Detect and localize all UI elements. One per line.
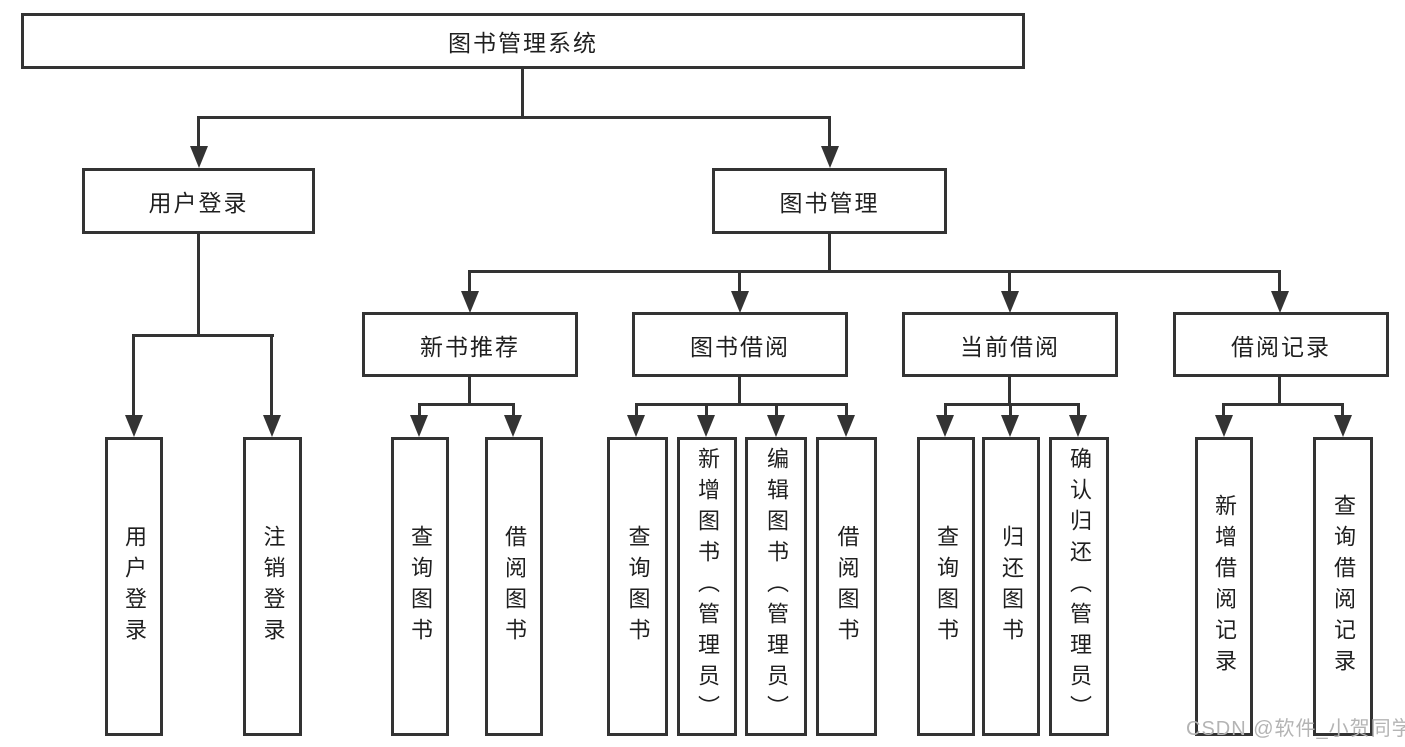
arrowhead-borrow	[731, 291, 749, 313]
arrowhead-s1c	[767, 415, 785, 437]
connector-arrow-login-stem	[197, 116, 200, 148]
node-borrow-records: 借阅记录	[1173, 312, 1389, 377]
connector-root-stem	[521, 69, 524, 119]
connector-level1-rail	[197, 116, 831, 119]
connector-arrow-s3a	[1222, 403, 1225, 417]
connector-level2-rail	[468, 270, 1281, 273]
arrowhead-recommend	[461, 291, 479, 313]
leaf-recommend-query-books-label: 查询图书	[408, 524, 433, 649]
leaf-current-query-books: 查询图书	[917, 437, 975, 736]
arrowhead-records	[1271, 291, 1289, 313]
leaf-query-borrow-record-label: 查询借阅记录	[1331, 493, 1356, 680]
arrowhead-s3a	[1215, 415, 1233, 437]
connector-arrow-mgmt-stem	[828, 116, 831, 148]
leaf-confirm-return-admin-label: 确认归还（管理员）	[1067, 447, 1092, 726]
node-borrow-records-label: 借阅记录	[1231, 333, 1331, 360]
node-new-book-recommend: 新书推荐	[362, 312, 578, 377]
arrowhead-leaf-logout	[263, 415, 281, 437]
connector-arrow-borrow-stem	[738, 270, 741, 293]
arrowhead-s2b	[1001, 415, 1019, 437]
arrowhead-mgmt	[821, 146, 839, 168]
leaf-logout: 注销登录	[243, 437, 302, 736]
connector-current-rail	[944, 403, 1080, 406]
leaf-recommend-query-books: 查询图书	[391, 437, 449, 736]
connector-mgmt-stem	[828, 233, 831, 273]
node-current-borrow-label: 当前借阅	[960, 333, 1060, 360]
leaf-logout-label: 注销登录	[260, 524, 286, 649]
connector-arrow-s1a	[635, 403, 638, 417]
leaf-add-borrow-record-label: 新增借阅记录	[1212, 493, 1237, 680]
arrowhead-current	[1001, 291, 1019, 313]
leaf-edit-book-admin: 编辑图书（管理员）	[745, 437, 807, 736]
leaf-current-query-books-label: 查询图书	[934, 524, 959, 649]
connector-arrow-s1c	[775, 403, 778, 417]
node-book-management: 图书管理	[712, 168, 947, 234]
leaf-borrow-borrow-books: 借阅图书	[816, 437, 877, 736]
connector-arrow-leaf-logout-stem	[270, 334, 273, 417]
node-book-borrow: 图书借阅	[632, 312, 848, 377]
leaf-add-borrow-record: 新增借阅记录	[1195, 437, 1253, 736]
leaf-add-book-admin-label: 新增图书（管理员）	[695, 447, 720, 726]
connector-borrow-rail	[635, 403, 848, 406]
leaf-return-book: 归还图书	[982, 437, 1040, 736]
arrowhead-s1b	[697, 415, 715, 437]
connector-records-stem	[1278, 376, 1281, 406]
connector-recommend-stem	[468, 376, 471, 406]
leaf-add-book-admin: 新增图书（管理员）	[677, 437, 737, 736]
node-root: 图书管理系统	[21, 13, 1025, 69]
leaf-edit-book-admin-label: 编辑图书（管理员）	[764, 447, 789, 726]
node-new-book-recommend-label: 新书推荐	[420, 333, 520, 360]
arrowhead-leaf-login	[125, 415, 143, 437]
connector-arrow-s0b	[512, 403, 515, 417]
node-current-borrow: 当前借阅	[902, 312, 1118, 377]
node-book-management-label: 图书管理	[779, 190, 880, 216]
connector-arrow-records-stem	[1278, 270, 1281, 293]
connector-arrow-s0a	[418, 403, 421, 417]
arrowhead-s3b	[1334, 415, 1352, 437]
leaf-borrow-borrow-books-label: 借阅图书	[834, 524, 860, 649]
arrowhead-s1a	[627, 415, 645, 437]
leaf-user-login: 用户登录	[105, 437, 163, 736]
connector-login-stem	[197, 233, 200, 337]
leaf-borrow-query-books: 查询图书	[607, 437, 668, 736]
connector-arrow-s3b	[1341, 403, 1344, 417]
connector-current-stem	[1008, 376, 1011, 406]
connector-arrow-s2b	[1009, 403, 1012, 417]
connector-records-rail	[1222, 403, 1344, 406]
leaf-recommend-borrow-books-label: 借阅图书	[502, 524, 527, 649]
connector-arrow-s1b	[705, 403, 708, 417]
connector-borrow-stem	[738, 376, 741, 406]
connector-arrow-current-stem	[1008, 270, 1011, 293]
node-user-login: 用户登录	[82, 168, 315, 234]
node-book-borrow-label: 图书借阅	[690, 333, 790, 360]
connector-arrow-s2c	[1077, 403, 1080, 417]
node-root-label: 图书管理系统	[448, 30, 598, 56]
arrowhead-s1d	[837, 415, 855, 437]
arrowhead-login	[190, 146, 208, 168]
leaf-borrow-query-books-label: 查询图书	[625, 524, 651, 649]
leaf-return-book-label: 归还图书	[999, 524, 1024, 649]
node-user-login-label: 用户登录	[148, 190, 249, 216]
arrowhead-s0b	[504, 415, 522, 437]
connector-recommend-rail	[418, 403, 515, 406]
leaf-recommend-borrow-books: 借阅图书	[485, 437, 543, 736]
connector-arrow-recommend-stem	[468, 270, 471, 293]
connector-arrow-s1d	[845, 403, 848, 417]
leaf-query-borrow-record: 查询借阅记录	[1313, 437, 1373, 736]
arrowhead-s2a	[936, 415, 954, 437]
leaf-confirm-return-admin: 确认归还（管理员）	[1049, 437, 1109, 736]
connector-arrow-s2a	[944, 403, 947, 417]
csdn-watermark: CSDN @软件_小贺同学	[1186, 718, 1405, 740]
arrowhead-s0a	[410, 415, 428, 437]
arrowhead-s2c	[1069, 415, 1087, 437]
leaf-user-login-label: 用户登录	[122, 524, 147, 649]
connector-arrow-leaf-login-stem	[132, 334, 135, 417]
connector-login-rail	[132, 334, 274, 337]
